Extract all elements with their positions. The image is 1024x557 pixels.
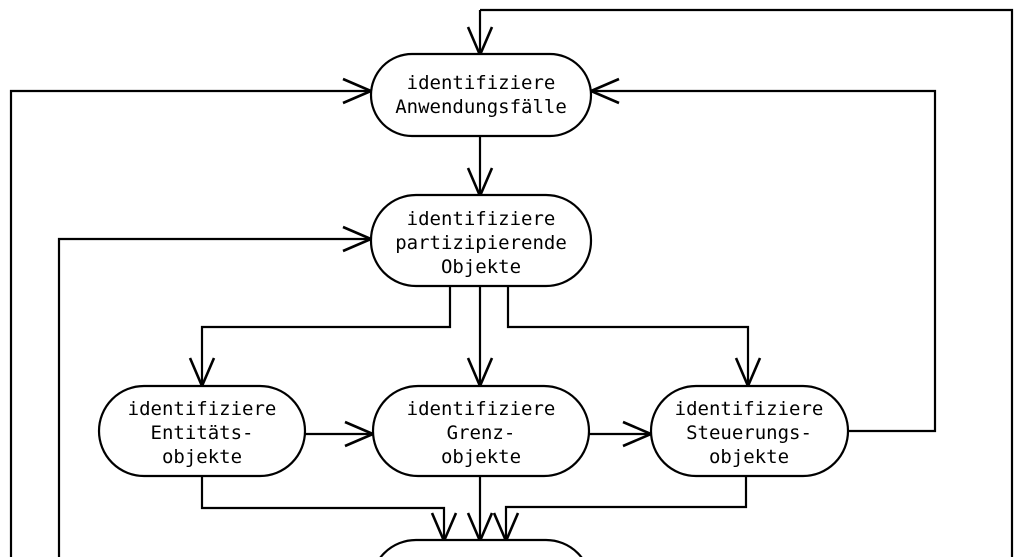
- node-layer: identifiziere Anwendungsfälle identifizi…: [97, 52, 850, 557]
- node-bottom-cropped[interactable]: [371, 538, 591, 557]
- node-partizipierende-objekte-shape: [369, 193, 593, 288]
- node-steuerungsobjekte-line1: identifiziere: [675, 398, 824, 420]
- node-partizipierende-objekte[interactable]: identifiziere partizipierende Objekte: [369, 193, 593, 288]
- node-steuerungsobjekte-line2: Steuerungs-: [686, 422, 812, 444]
- node-anwendungsfaelle[interactable]: identifiziere Anwendungsfälle: [369, 52, 593, 138]
- node-grenzobjekte[interactable]: identifiziere Grenz- objekte: [371, 384, 591, 478]
- edge-steuerungsobjekte-to-bottom: [504, 476, 748, 541]
- node-steuerungsobjekte-line3: objekte: [709, 446, 789, 468]
- node-steuerungsobjekte[interactable]: identifiziere Steuerungs- objekte: [649, 384, 850, 478]
- node-entitaetsobjekte-line1: identifiziere: [128, 398, 277, 420]
- edge-entitaetsobjekte-to-bottom: [200, 476, 446, 541]
- node-entitaetsobjekte-line2: Entitäts-: [151, 422, 254, 444]
- node-partizipierende-objekte-line2: partizipierende: [395, 232, 567, 254]
- edge-left-outer-loop: [9, 89, 370, 557]
- node-entitaetsobjekte[interactable]: identifiziere Entitäts- objekte: [97, 384, 307, 478]
- node-grenzobjekte-shape: [371, 384, 591, 478]
- node-steuerungsobjekte-shape: [649, 384, 850, 478]
- edge-right-outer-rail: [480, 8, 1014, 557]
- node-grenzobjekte-line3: objekte: [441, 446, 521, 468]
- node-partizipierende-objekte-line1: identifiziere: [407, 208, 556, 230]
- node-anwendungsfaelle-line2: Anwendungsfälle: [395, 96, 567, 118]
- node-grenzobjekte-line2: Grenz-: [447, 422, 516, 444]
- node-grenzobjekte-line1: identifiziere: [407, 398, 556, 420]
- node-entitaetsobjekte-line3: objekte: [162, 446, 242, 468]
- edge-partizipierende-to-steuerungsobjekte: [506, 285, 750, 386]
- node-entitaetsobjekte-shape: [97, 384, 307, 478]
- edge-steuerungsobjekte-to-anwendungsfaelle: [592, 89, 937, 433]
- edge-partizipierende-to-entitaetsobjekte: [200, 285, 452, 386]
- node-anwendungsfaelle-line1: identifiziere: [407, 72, 556, 94]
- node-bottom-cropped-shape: [379, 538, 583, 557]
- node-anwendungsfaelle-shape: [369, 52, 593, 138]
- edge-left-inner-loop: [57, 237, 370, 557]
- node-partizipierende-objekte-line3: Objekte: [441, 256, 521, 278]
